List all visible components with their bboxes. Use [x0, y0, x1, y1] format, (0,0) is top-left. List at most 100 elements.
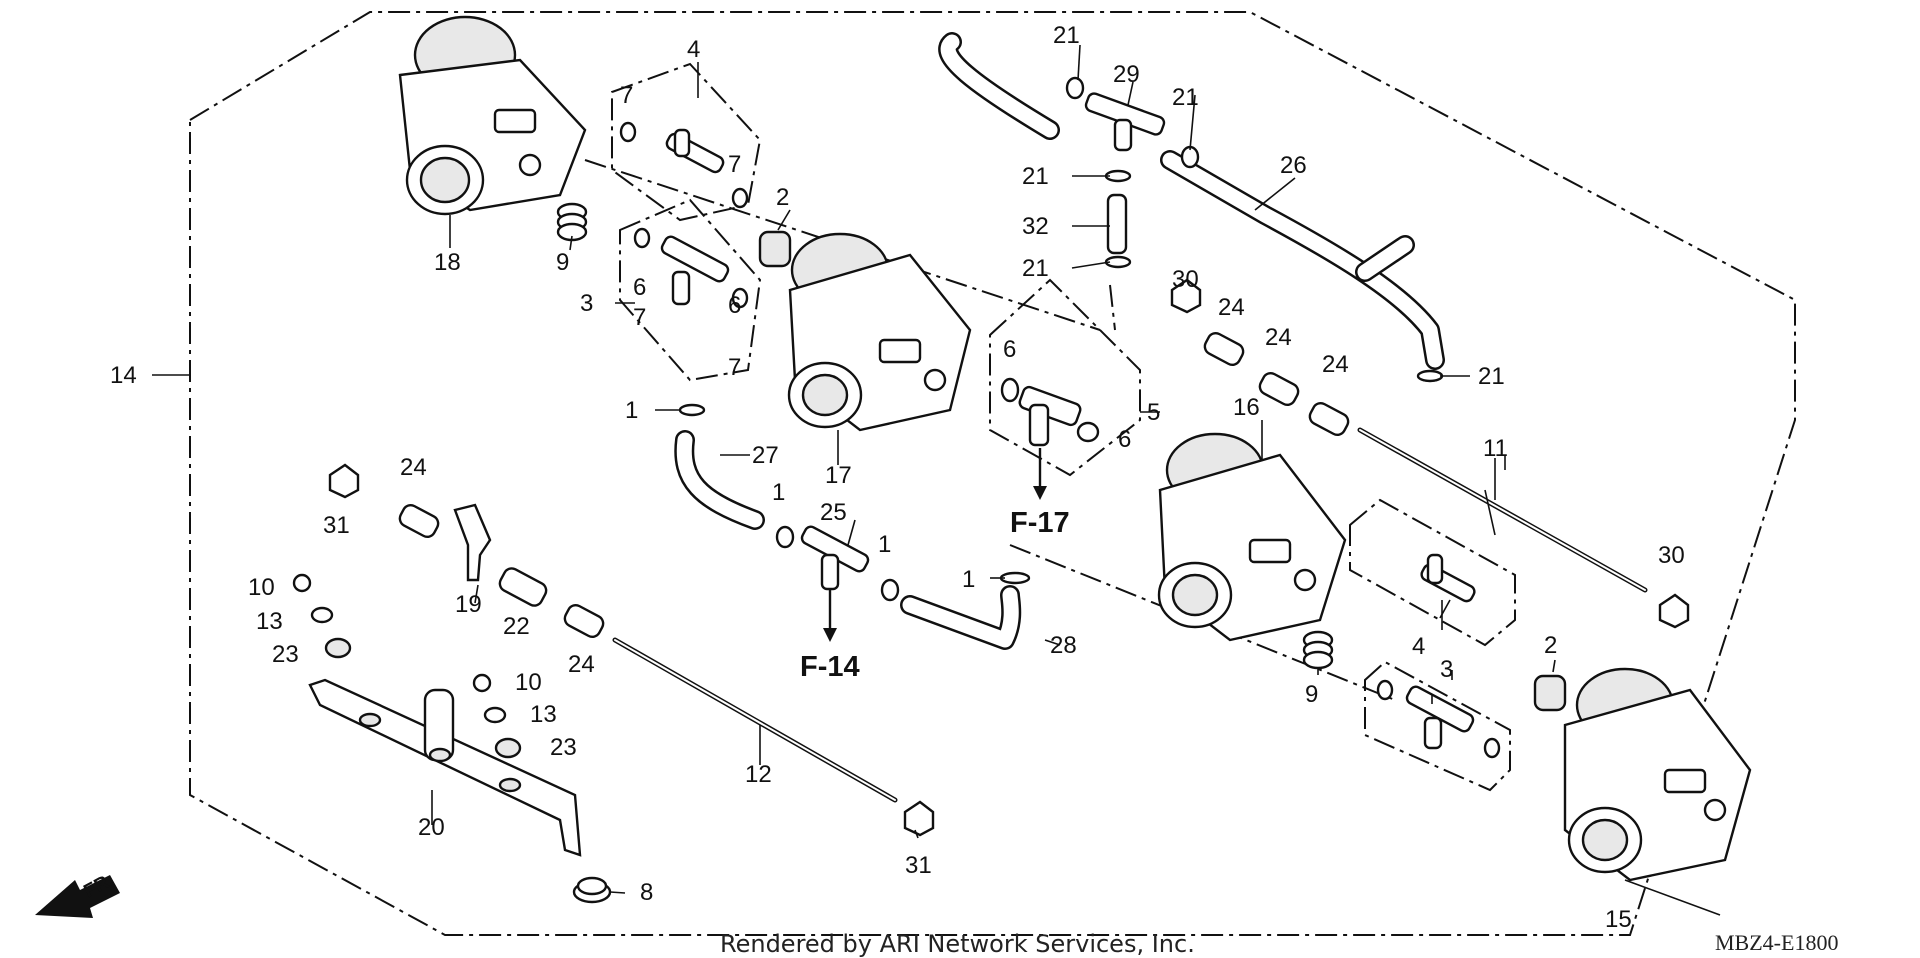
tee-joint-25	[800, 525, 870, 591]
nut-30-a	[1170, 278, 1202, 314]
callout-19: 19	[455, 591, 482, 618]
callout-8: 8	[640, 879, 653, 906]
callout-24: 24	[568, 651, 595, 678]
spring-9-left	[556, 202, 588, 242]
o-ring-6a	[633, 227, 651, 249]
tee-joint-4-right	[1420, 553, 1476, 603]
callout-20: 20	[418, 814, 445, 841]
callout-12: 12	[745, 761, 772, 788]
o-ring-7c	[1483, 737, 1501, 759]
fr-direction-arrow-icon	[35, 875, 120, 918]
group-3-right	[1364, 660, 1511, 792]
arrow-f17	[1033, 448, 1047, 500]
callout-24: 24	[1322, 351, 1349, 378]
tee-joint-5	[1018, 385, 1082, 447]
drawing-code: MBZ4-E1800	[1715, 930, 1838, 955]
callout-21: 21	[1478, 363, 1505, 390]
arrow-f14	[823, 590, 837, 642]
o-ring-7a	[619, 121, 637, 143]
callout-25: 25	[820, 499, 847, 526]
tee-joint-29	[1084, 92, 1166, 152]
collar-24-b	[563, 603, 605, 639]
callout-24: 24	[1218, 294, 1245, 321]
hose-26-upper	[938, 32, 1060, 140]
carburetor-18	[398, 15, 587, 216]
washer-13-a	[310, 606, 334, 624]
group-5	[989, 278, 1141, 477]
callout-21: 21	[1022, 255, 1049, 282]
callout-3: 3	[580, 290, 593, 317]
spring-9-right	[1302, 630, 1334, 670]
callout-7: 7	[728, 354, 741, 381]
bracket-20	[308, 678, 582, 857]
callout-21: 21	[1022, 163, 1049, 190]
collar-24-a	[398, 503, 440, 539]
clip-1b	[775, 525, 795, 549]
carburetor-16	[1157, 432, 1347, 642]
callout-2: 2	[1544, 632, 1557, 659]
tee-joint-3-right	[1405, 685, 1475, 750]
callout-7: 7	[728, 151, 741, 178]
callout-6: 6	[728, 292, 741, 319]
callout-21: 21	[1172, 84, 1199, 111]
throttle-link-19	[453, 503, 492, 582]
callout-3: 3	[1440, 656, 1453, 683]
collar-2-a	[758, 230, 792, 268]
nut-31-b	[903, 800, 935, 837]
assembly-boundary	[189, 11, 1796, 936]
tee-joint-4-top	[665, 128, 725, 174]
callout-26: 26	[1280, 152, 1307, 179]
callout-13: 13	[256, 608, 283, 635]
callout-15: 15	[1605, 906, 1632, 933]
callout-24: 24	[400, 454, 427, 481]
hose-26	[1160, 150, 1445, 370]
callout-1: 1	[878, 531, 891, 558]
o-ring-6d	[1076, 421, 1100, 443]
clip-21a	[1065, 76, 1085, 100]
callout-1: 1	[625, 397, 638, 424]
callout-18: 18	[434, 249, 461, 276]
callout-9: 9	[556, 249, 569, 276]
collar-2-b	[1533, 674, 1567, 712]
reference-f17: F-17	[1010, 507, 1070, 539]
callout-29: 29	[1113, 61, 1140, 88]
o-ring-7b	[731, 187, 749, 209]
collar-24-d	[1258, 371, 1300, 407]
nut-31-a	[328, 463, 360, 499]
carburetor-15	[1563, 667, 1752, 882]
tee-joint-3-top	[660, 235, 730, 306]
spring-8	[572, 876, 612, 904]
group-4-right	[1349, 498, 1516, 647]
callout-17: 17	[825, 462, 852, 489]
hose-27	[674, 430, 765, 530]
callout-30: 30	[1658, 542, 1685, 569]
nut-30-b	[1658, 593, 1690, 629]
callout-27: 27	[752, 442, 779, 469]
callout-4: 4	[687, 36, 700, 63]
callout-9: 9	[1305, 681, 1318, 708]
callout-7: 7	[620, 82, 633, 109]
carburetor-17	[787, 232, 972, 432]
leader-lines	[152, 44, 1721, 916]
callout-21: 21	[1053, 22, 1080, 49]
reference-f14: F-14	[800, 651, 860, 683]
screw-10-a	[292, 573, 312, 593]
clip-1d	[999, 571, 1031, 585]
callout-31: 31	[905, 852, 932, 879]
callout-6: 6	[633, 274, 646, 301]
callout-32: 32	[1022, 213, 1049, 240]
callout-13: 13	[530, 701, 557, 728]
connection-line-c	[1109, 284, 1116, 331]
callout-28: 28	[1050, 632, 1077, 659]
callout-1: 1	[772, 479, 785, 506]
o-ring-6e	[1376, 679, 1394, 701]
callout-5: 5	[1147, 399, 1160, 426]
collar-24-c	[1203, 331, 1245, 367]
collar-24-e	[1308, 401, 1350, 437]
callout-11: 11	[1483, 435, 1508, 462]
clip-1a	[678, 403, 706, 417]
callout-14: 14	[110, 362, 137, 389]
callout-23: 23	[550, 734, 577, 761]
callout-10: 10	[248, 574, 275, 601]
callout-4: 4	[1412, 633, 1425, 660]
